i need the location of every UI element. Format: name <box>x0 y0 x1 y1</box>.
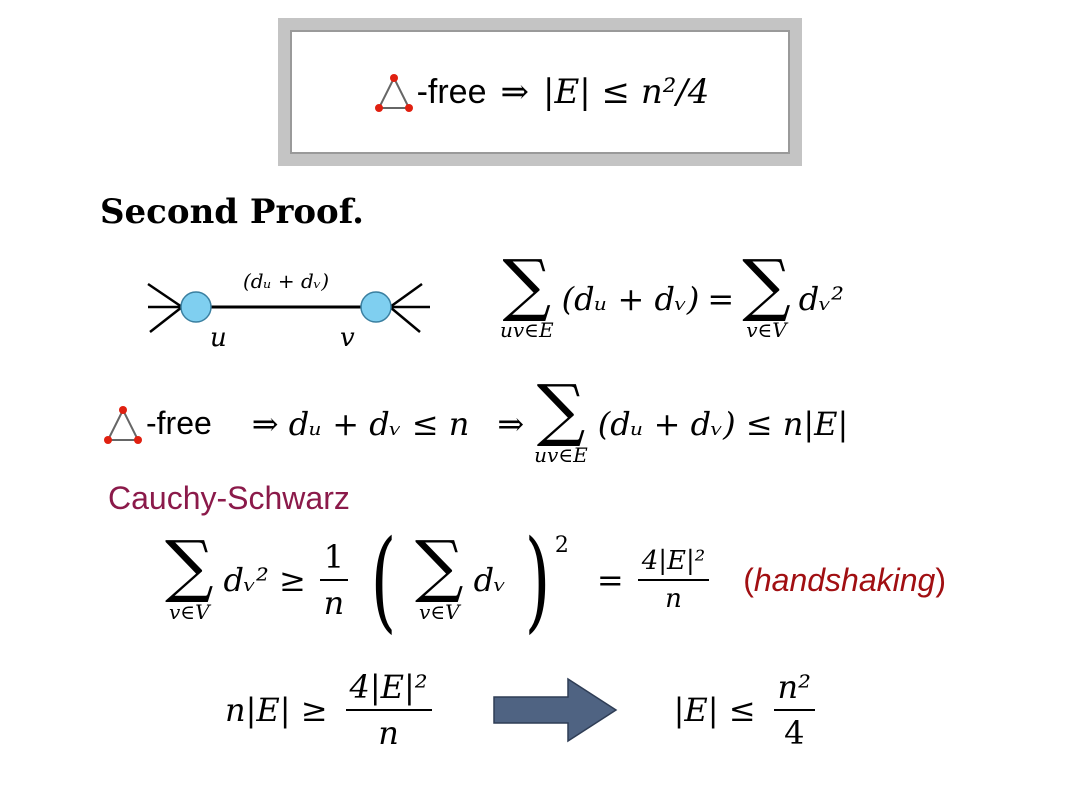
sum-over-edges: ∑ uv∈E <box>534 371 588 468</box>
cauchy-schwarz-label: Cauchy-Schwarz <box>108 480 350 516</box>
sum-term-right: dᵥ² <box>798 279 844 318</box>
fraction-numerator: 4|E|² <box>349 668 428 706</box>
n-squared-over-four: n² 4 <box>773 668 815 752</box>
degree-bound: ⇒ dᵤ + dᵥ ≤ n <box>251 404 470 443</box>
fraction-numerator: n² <box>777 668 811 706</box>
fraction-denominator: n <box>378 714 399 752</box>
degree-sum-identity: ∑ uv∈E (dᵤ + dᵥ) = ∑ v∈V dᵥ² <box>500 246 844 343</box>
edge-weight-label: (dᵤ + dᵥ) <box>243 269 329 293</box>
sum-subscript-edges: uv∈E <box>534 443 588 468</box>
sum-subscript-vertices: v∈V <box>419 599 460 624</box>
sum-subscript-vertices: v∈V <box>746 318 787 343</box>
sum-over-vertices: ∑ v∈V <box>742 246 791 343</box>
fraction-denominator: 4 <box>784 714 805 752</box>
vertex-u-label: u <box>210 323 227 353</box>
implies-symbol: ⇒ <box>497 404 525 443</box>
fraction-numerator: 1 <box>323 538 345 576</box>
sum-bound: (dᵤ + dᵥ) ≤ n|E| <box>597 404 849 443</box>
triangle-icon <box>104 405 142 444</box>
sum-over-edges: ∑ uv∈E <box>500 246 554 343</box>
conclusion-line: n|E| ≥ 4|E|² n |E| ≤ n² 4 <box>225 668 819 752</box>
sum-over-vertices: ∑ v∈V <box>415 527 464 624</box>
theorem-box: -free ⇒ |E| ≤ n²/4 <box>278 18 802 166</box>
theorem-statement: -free ⇒ |E| ≤ n²/4 <box>290 30 790 154</box>
triangle-free-implication: -free ⇒ dᵤ + dᵥ ≤ n ⇒ ∑ uv∈E (dᵤ + dᵥ) ≤… <box>100 371 849 468</box>
inner-degree-term: dᵥ <box>473 561 506 599</box>
triangle-icon <box>374 74 413 112</box>
fraction-denominator: n <box>665 584 682 614</box>
proof-title: Second Proof. <box>100 192 364 232</box>
sum-squares-term: dᵥ² ≥ <box>223 561 306 599</box>
equals-sign: = <box>596 561 624 599</box>
square-exponent: 2 <box>554 533 569 558</box>
edge-bound: |E| ≤ n²/4 <box>542 72 710 112</box>
sum-term-left: (dᵤ + dᵥ) <box>561 279 700 318</box>
implies-symbol: ⇒ <box>500 72 529 112</box>
fraction-denominator: n <box>323 584 345 622</box>
sum-subscript-vertices: v∈V <box>169 599 210 624</box>
sum-subscript-edges: uv∈E <box>500 318 554 343</box>
sum-over-vertices: ∑ v∈V <box>165 527 214 624</box>
cauchy-schwarz-inequality: ∑ v∈V dᵥ² ≥ 1 n ( ∑ v∈V dᵥ ) 2 = 4|E|² n… <box>165 516 946 644</box>
equals-sign: = <box>707 279 735 318</box>
edge-diagram: (dᵤ + dᵥ) u v <box>147 269 430 353</box>
vertex-v-label: v <box>340 323 355 353</box>
triangle-free-label: -free <box>416 72 487 111</box>
vertex-v <box>360 291 392 323</box>
vertex-u <box>180 291 212 323</box>
conclusion-lhs: n|E| ≥ <box>225 691 328 729</box>
handshaking-fraction: 4|E|² n <box>637 546 710 614</box>
fraction-numerator: 4|E|² <box>641 546 706 576</box>
conclusion-fraction: 4|E|² n <box>345 668 432 752</box>
handshaking-annotation: (handshaking) <box>743 561 946 598</box>
right-arrow-icon <box>492 677 618 743</box>
one-over-n-fraction: 1 n <box>319 538 349 622</box>
triangle-free-label: -free <box>146 405 212 442</box>
conclusion-rhs: |E| ≤ <box>673 691 756 729</box>
